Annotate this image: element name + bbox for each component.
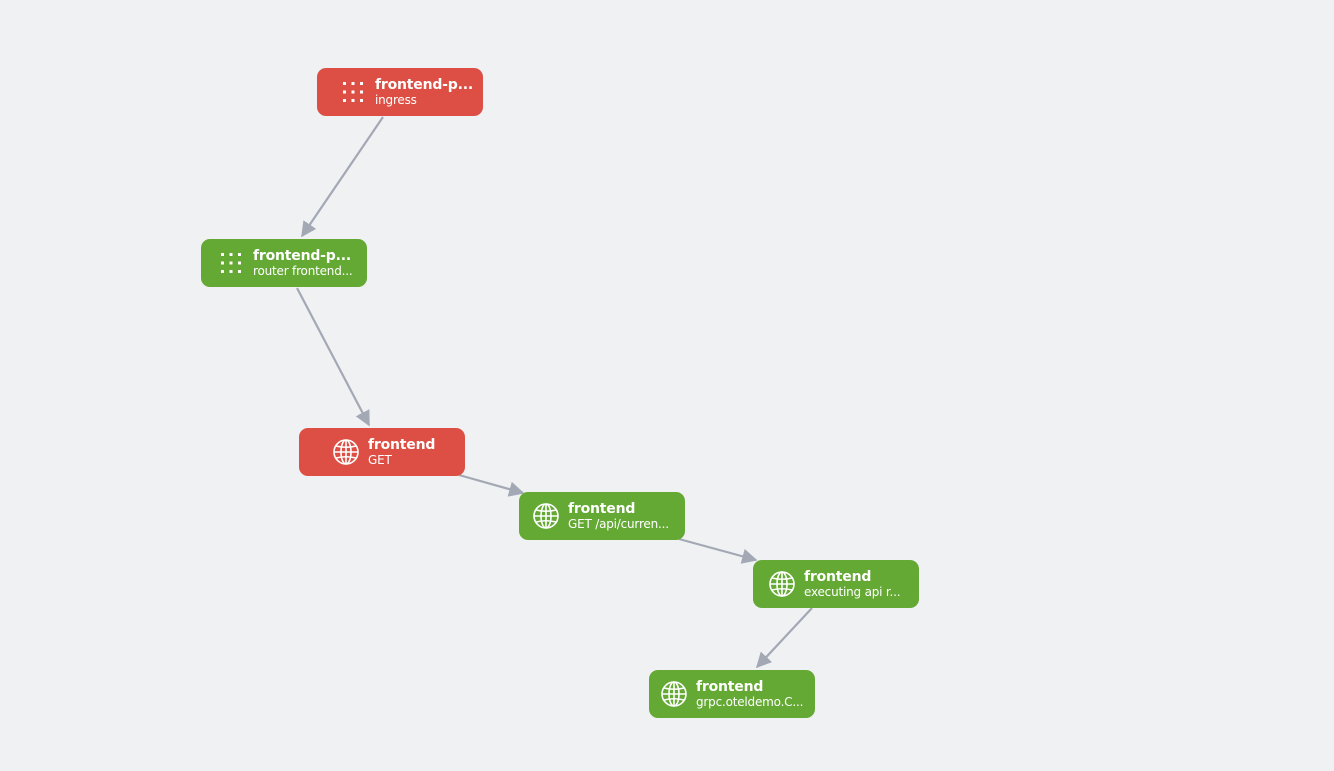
- node-frontend-get-api-current[interactable]: frontend GET /api/curren...: [519, 492, 685, 540]
- edge-n2-n3: [296, 287, 370, 427]
- node-title: frontend: [804, 569, 872, 585]
- node-frontend-grpc-oteldemo[interactable]: frontend grpc.oteldemo.C...: [649, 670, 815, 718]
- grid-icon: [217, 249, 245, 277]
- globe-icon: [660, 680, 688, 708]
- grid-icon: [339, 78, 367, 106]
- edge-n5-n6: [755, 607, 813, 669]
- node-frontend-get[interactable]: frontend GET: [299, 428, 465, 476]
- node-subtitle: ingress: [375, 93, 417, 107]
- edge-n1-n2: [301, 116, 384, 238]
- node-subtitle: grpc.oteldemo.C...: [696, 695, 804, 709]
- edge-n4-n5: [678, 537, 758, 564]
- node-title: frontend: [368, 437, 436, 453]
- node-subtitle: GET /api/curren...: [568, 517, 669, 531]
- globe-icon: [768, 570, 796, 598]
- node-title: frontend: [696, 679, 764, 695]
- node-title: frontend: [568, 501, 636, 517]
- node-subtitle: executing api r...: [804, 585, 901, 599]
- node-frontend-proxy-router[interactable]: frontend-p... router frontend...: [201, 239, 367, 287]
- edge-n3-n4: [458, 473, 525, 497]
- globe-icon: [332, 438, 360, 466]
- node-frontend-executing-api[interactable]: frontend executing api r...: [753, 560, 919, 608]
- node-subtitle: router frontend...: [253, 264, 353, 278]
- node-title: frontend-p...: [253, 248, 351, 264]
- node-title: frontend-p...: [375, 77, 473, 93]
- node-subtitle: GET: [368, 453, 392, 467]
- node-frontend-proxy-ingress[interactable]: frontend-p... ingress: [317, 68, 483, 116]
- globe-icon: [532, 502, 560, 530]
